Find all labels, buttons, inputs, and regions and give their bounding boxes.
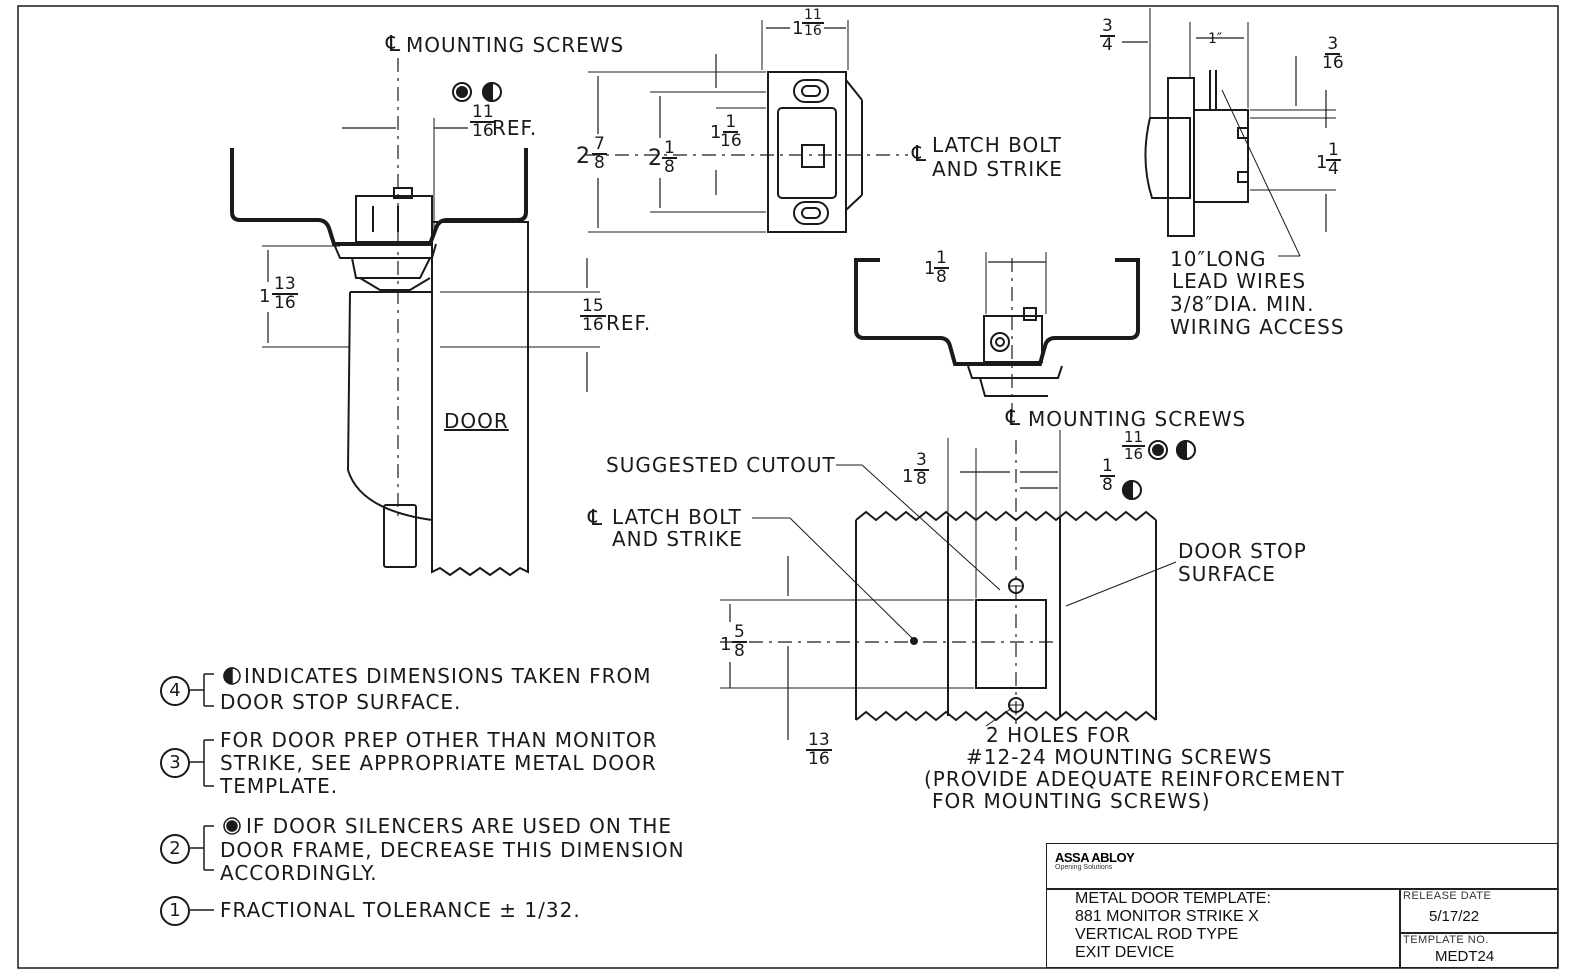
note-3-number: 3 — [160, 748, 190, 778]
note-3-line-2: STRIKE, SEE APPROPRIATE METAL DOOR — [220, 751, 657, 775]
title-divider-2 — [1399, 932, 1557, 934]
slot-top — [793, 79, 829, 103]
note-4-number: 4 — [160, 676, 190, 706]
lead-wires-label-4: WIRING ACCESS — [1170, 315, 1345, 339]
dim-1-1-8-whole: 1 — [924, 258, 936, 279]
door-stop-label-2: SURFACE — [1178, 562, 1276, 586]
template-title-line-2: 881 MONITOR STRIKE X — [1075, 908, 1259, 925]
holes-label-2: #12-24 MOUNTING SCREWS — [966, 745, 1273, 769]
strike-side-view — [1122, 8, 1336, 257]
note-1-line-1: FRACTIONAL TOLERANCE ± 1/32. — [220, 898, 581, 922]
jamb-outline — [855, 510, 1157, 522]
latch-housing — [346, 291, 433, 521]
note-brackets — [190, 667, 241, 911]
frame-channel — [230, 148, 528, 246]
dim-2-7-8-whole: 2 — [576, 144, 590, 169]
template-no-label: TEMPLATE NO. — [1403, 934, 1489, 946]
latch-bolt-label-2: AND STRIKE — [932, 157, 1063, 181]
dim-1-13-16-whole: 1 — [259, 286, 271, 307]
dim-1-5-8-whole: 1 — [720, 634, 732, 655]
suggested-cutout-label: SUGGESTED CUTOUT — [606, 453, 836, 477]
note-2-line-1: IF DOOR SILENCERS ARE USED ON THE — [246, 814, 673, 838]
sheet-border — [17, 5, 1559, 969]
lead-wires-label-3: 3/8″DIA. MIN. — [1170, 292, 1315, 316]
ref-label-2: REF. — [606, 311, 652, 335]
mounting-screws-label-top: MOUNTING SCREWS — [406, 33, 625, 57]
lower-elevation-view — [720, 430, 1196, 740]
dim-1-1-4-whole: 1 — [1316, 152, 1328, 173]
dim-1-3-8-whole: 1 — [902, 466, 914, 487]
lead-wires-label-1: 10″LONG — [1170, 247, 1267, 271]
dim-1-inch: 1″ — [1208, 31, 1223, 47]
title-divider — [1047, 888, 1557, 890]
latch-bolt-label-1: LATCH BOLT — [932, 133, 1062, 157]
title-block: ASSA ABLOY Opening Solutions METAL DOOR … — [1046, 843, 1558, 968]
dim-1-1-16-whole: 1 — [710, 122, 722, 143]
note-3-line-1: FOR DOOR PREP OTHER THAN MONITOR — [220, 728, 658, 752]
side-body — [1144, 117, 1191, 199]
cutout — [975, 599, 1047, 689]
brand-logo: ASSA ABLOY — [1055, 850, 1135, 865]
holes-label-1: 2 HOLES FOR — [986, 723, 1131, 747]
door-label: DOOR — [444, 409, 509, 433]
release-date-label: RELEASE DATE — [1403, 890, 1492, 902]
centerline-symbol-2: ℄ — [912, 142, 928, 167]
dim-1-11-16-whole: 1 — [792, 18, 804, 39]
lead-wires-label-2: LEAD WIRES — [1172, 269, 1307, 293]
title-divider-vertical — [1399, 888, 1401, 968]
ref-label-1: REF. — [492, 116, 538, 140]
strike-faceplate — [767, 71, 847, 233]
left-section-view — [230, 58, 600, 577]
centerline-symbol: ℄ — [386, 32, 402, 57]
door-section — [431, 221, 529, 577]
centerline-symbol-4: ℄ — [588, 506, 604, 531]
holes-label-4: FOR MOUNTING SCREWS) — [932, 789, 1211, 813]
center-section-view — [854, 252, 1140, 420]
centerline-symbol-3: ℄ — [1006, 406, 1022, 431]
template-no-value: MEDT24 — [1435, 948, 1495, 965]
strike-body — [355, 195, 433, 243]
holes-label-3: (PROVIDE ADEQUATE REINFORCEMENT — [924, 767, 1345, 791]
dim-2-1-8-whole: 2 — [648, 146, 662, 171]
note-1-number: 1 — [160, 896, 190, 926]
note-2-line-3: ACCORDINGLY. — [220, 861, 378, 885]
note-4-line-2: DOOR STOP SURFACE. — [220, 690, 462, 714]
strike-face-view — [586, 20, 908, 233]
template-title-line-1: METAL DOOR TEMPLATE: — [1075, 890, 1271, 907]
release-date-value: 5/17/22 — [1429, 908, 1480, 925]
brand-subtitle: Opening Solutions — [1055, 864, 1113, 871]
mounting-screws-label-mid: MOUNTING SCREWS — [1028, 407, 1247, 431]
template-title: METAL DOOR TEMPLATE: 881 MONITOR STRIKE … — [1075, 890, 1271, 962]
note-3-line-3: TEMPLATE. — [220, 774, 339, 798]
frame-channel-2 — [854, 258, 1140, 366]
template-title-line-4: EXIT DEVICE — [1075, 944, 1175, 961]
vertical-rod — [383, 504, 417, 568]
latch-bolt-lower-label-2: AND STRIKE — [612, 527, 743, 551]
note-2-line-2: DOOR FRAME, DECREASE THIS DIMENSION — [220, 838, 685, 862]
door-stop-label-1: DOOR STOP — [1178, 539, 1307, 563]
template-title-line-3: VERTICAL ROD TYPE — [1075, 926, 1239, 943]
note-2-number: 2 — [160, 834, 190, 864]
note-4-line-1: INDICATES DIMENSIONS TAKEN FROM — [244, 664, 652, 688]
slot-bottom — [793, 201, 829, 225]
latch-bolt-lower-label-1: LATCH BOLT — [612, 505, 742, 529]
